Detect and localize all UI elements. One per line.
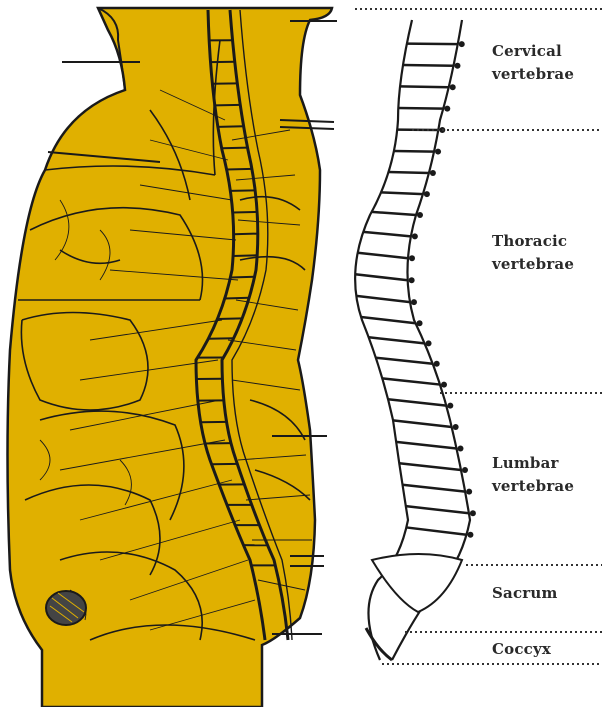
isolated-vertebrae bbox=[355, 41, 476, 538]
spinous-process bbox=[454, 63, 460, 69]
spinous-process bbox=[453, 424, 459, 430]
vertebra-segment bbox=[355, 274, 407, 280]
spinous-process bbox=[417, 212, 423, 218]
vertebra-segment bbox=[398, 108, 443, 109]
spinous-process bbox=[409, 277, 415, 283]
spinous-process bbox=[459, 41, 465, 47]
vertebra-segment bbox=[402, 485, 465, 492]
spinous-process bbox=[434, 361, 440, 367]
vertebra-segment bbox=[394, 151, 434, 152]
spinous-process bbox=[444, 106, 450, 112]
isolated-spine-drawing bbox=[355, 20, 476, 660]
vertebra-segment bbox=[400, 86, 449, 87]
spinous-process bbox=[447, 403, 453, 409]
vertebra-segment bbox=[233, 212, 257, 213]
vertebra-segment bbox=[399, 463, 461, 470]
vertebra-segment bbox=[376, 358, 433, 364]
vertebra-segment bbox=[234, 234, 258, 235]
spinous-process bbox=[466, 489, 472, 495]
region-label-coccyx: Coccyx bbox=[492, 638, 551, 661]
spinous-process bbox=[467, 532, 473, 538]
vertebra-segment bbox=[406, 527, 466, 534]
vertebra-segment bbox=[356, 296, 410, 302]
spinous-process bbox=[412, 233, 418, 239]
spinous-process bbox=[450, 84, 456, 90]
vertebra-segment bbox=[358, 253, 408, 258]
vertebra-segment bbox=[361, 317, 416, 323]
spinous-process bbox=[470, 510, 476, 516]
vertebra-segment bbox=[363, 232, 411, 237]
sacrum-shape bbox=[372, 554, 462, 612]
vertebra-segment bbox=[381, 192, 423, 194]
vertebra-segment bbox=[230, 277, 254, 278]
spinous-process bbox=[430, 170, 436, 176]
vertebra-segment bbox=[403, 65, 453, 66]
vertebra-segment bbox=[227, 169, 252, 170]
region-label-cervical: Cervical vertebrae bbox=[492, 40, 574, 86]
spinous-process bbox=[426, 340, 432, 346]
vertebra-segment bbox=[372, 212, 416, 215]
vertebra-segment bbox=[382, 378, 440, 384]
vertebra-segment bbox=[225, 298, 249, 299]
vertebra-segment bbox=[396, 442, 456, 449]
vertebra-segment bbox=[233, 255, 257, 256]
region-label-sacrum: Sacrum bbox=[492, 582, 558, 605]
vertebra-segment bbox=[215, 105, 240, 106]
spinous-process bbox=[462, 467, 468, 473]
vertebra-segment bbox=[217, 318, 242, 319]
vertebra-segment bbox=[218, 126, 244, 127]
spinous-process bbox=[409, 255, 415, 261]
spinous-process bbox=[435, 149, 441, 155]
spinous-process bbox=[424, 191, 430, 197]
vertebra-segment bbox=[388, 399, 446, 405]
spinous-process bbox=[417, 320, 423, 326]
spinous-process bbox=[441, 382, 447, 388]
region-label-thoracic: Thoracic vertebrae bbox=[492, 230, 574, 276]
vertebra-segment bbox=[407, 44, 458, 45]
vertebra-segment bbox=[406, 506, 469, 513]
region-label-lumbar: Lumbar vertebrae bbox=[492, 452, 574, 498]
vertebra-segment bbox=[222, 148, 248, 149]
spinous-process bbox=[458, 445, 464, 451]
vertebra-segment bbox=[230, 190, 255, 191]
vertebra-segment bbox=[369, 337, 425, 343]
spinous-process bbox=[411, 299, 417, 305]
vertebra-segment bbox=[393, 420, 452, 427]
vertebra-segment bbox=[389, 172, 429, 173]
